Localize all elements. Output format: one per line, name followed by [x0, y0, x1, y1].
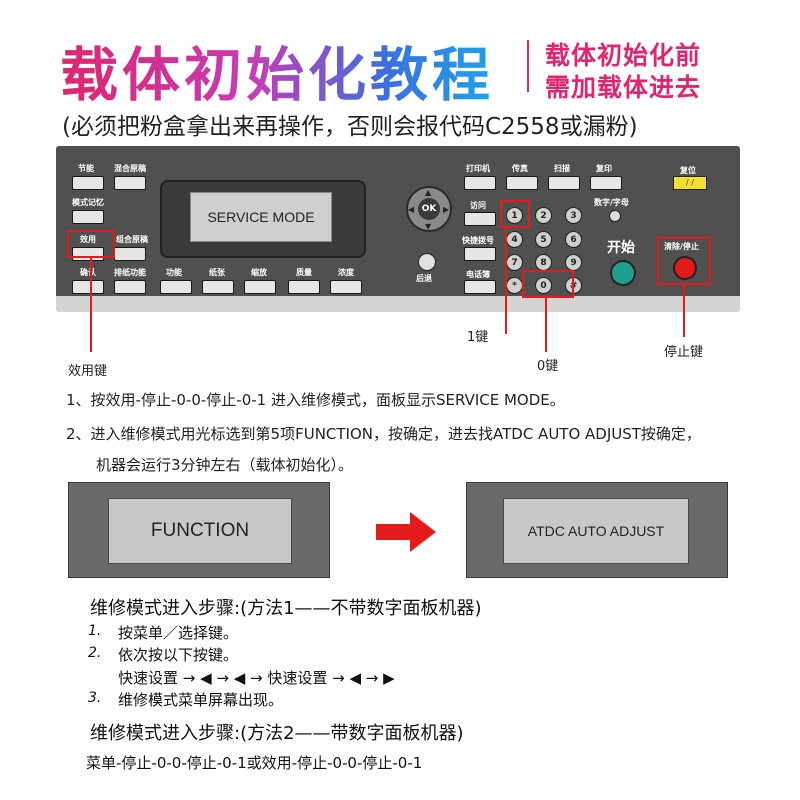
key-5[interactable]: 5	[535, 231, 552, 248]
arrow-right-icon[interactable]: ▶	[443, 205, 450, 214]
callout-utility-key: 效用键	[68, 364, 108, 379]
label-speed-dial: 快捷拨号	[462, 236, 494, 245]
function-screen: FUNCTION	[108, 498, 292, 564]
callout-key-0: 0键	[537, 359, 559, 374]
label-fax: 传真	[512, 164, 528, 173]
key-6[interactable]: 6	[565, 231, 582, 248]
speed-dial-button[interactable]	[464, 247, 496, 261]
label-clear-stop: 清除/停止	[664, 242, 699, 251]
label-back: 后退	[416, 274, 432, 283]
confirm-button[interactable]	[72, 280, 104, 294]
callout-line-key-1	[505, 228, 507, 334]
side-note-line2: 需加载体进去	[545, 73, 702, 102]
access-button[interactable]	[464, 212, 496, 226]
arrow-left-icon[interactable]: ◀	[408, 205, 415, 214]
label-mode-memory: 模式记忆	[72, 198, 104, 207]
zoom-button[interactable]	[244, 280, 276, 294]
paper-button[interactable]	[202, 280, 234, 294]
warning-text: (必须把粉盒拿出来再操作，否则会报代码C2558或漏粉)	[62, 114, 638, 140]
arrow-up-icon[interactable]: ▲	[425, 188, 432, 197]
method-1-title: 维修模式进入步骤:(方法1——不带数字面板机器)	[90, 598, 482, 619]
label-utility: 效用	[80, 235, 96, 244]
ok-button[interactable]: OK	[418, 198, 440, 220]
arrow-right-icon	[376, 512, 436, 552]
method-1-key-sequence: 快速设置 → ◀ → ◀ → 快速设置 → ◀ → ▶	[118, 669, 395, 687]
label-paper: 纸张	[209, 268, 225, 277]
label-copy: 复印	[596, 164, 612, 173]
density-button[interactable]	[330, 280, 362, 294]
energy-save-button[interactable]	[72, 176, 104, 190]
key-0[interactable]: 0	[535, 277, 552, 294]
phonebook-button[interactable]	[464, 280, 496, 294]
clear-stop-button[interactable]	[673, 256, 697, 280]
callout-line-stop	[683, 285, 685, 337]
label-mixed-original: 混合原稿	[114, 164, 146, 173]
key-2[interactable]: 2	[535, 207, 552, 224]
label-reset: 复位	[680, 166, 696, 175]
method-1-item-3-num: 3.	[88, 690, 102, 706]
start-button[interactable]	[610, 260, 636, 286]
label-printer: 打印机	[466, 164, 490, 173]
label-confirm: 确认	[80, 268, 96, 277]
label-zoom: 缩放	[251, 268, 267, 277]
key-9[interactable]: 9	[565, 254, 582, 271]
step-2: 2、进入维修模式用光标选到第5项FUNCTION，按确定，进去找ATDC AUT…	[66, 425, 701, 443]
label-phonebook: 电话簿	[466, 270, 490, 279]
reset-button[interactable]: / /	[673, 176, 707, 190]
label-quality: 质量	[296, 268, 312, 277]
control-panel: 节能 混合原稿 模式记忆 效用 组合原稿 确认 排纸功能 功能 纸张 缩放 质量…	[56, 146, 740, 312]
lcd-display: SERVICE MODE	[190, 192, 332, 242]
step-2-continued: 机器会运行3分钟左右（载体初始化）。	[96, 456, 354, 474]
step-1: 1、按效用-停止-0-0-停止-0-1 进入维修模式，面板显示SERVICE M…	[66, 391, 565, 409]
back-button[interactable]	[418, 253, 436, 271]
method-1-item-2-num: 2.	[88, 645, 102, 661]
label-access: 访问	[470, 201, 486, 210]
scan-button[interactable]	[548, 176, 580, 190]
key-4[interactable]: 4	[506, 231, 523, 248]
highlight-stop-key	[657, 237, 711, 285]
key-star[interactable]: *	[506, 277, 523, 294]
mixed-original-button[interactable]	[114, 176, 146, 190]
key-8[interactable]: 8	[535, 254, 552, 271]
key-3[interactable]: 3	[565, 207, 582, 224]
highlight-utility	[67, 230, 115, 258]
method-1-item-3: 维修模式菜单屏幕出现。	[118, 691, 284, 709]
method-2-title: 维修模式进入步骤:(方法2——带数字面板机器)	[90, 723, 464, 744]
quality-button[interactable]	[288, 280, 320, 294]
label-scan: 扫描	[554, 164, 570, 173]
label-start: 开始	[607, 240, 635, 256]
label-output-function: 排纸功能	[114, 268, 146, 277]
printer-button[interactable]	[464, 176, 496, 190]
callout-key-1: 1键	[467, 330, 489, 345]
fax-button[interactable]	[506, 176, 538, 190]
label-energy-save: 节能	[78, 164, 94, 173]
copy-button[interactable]	[590, 176, 622, 190]
side-note-line1: 载体初始化前	[545, 41, 702, 70]
page-title: 载体初始化教程	[60, 28, 494, 112]
mode-memory-button[interactable]	[72, 210, 104, 224]
arrow-down-icon[interactable]: ▼	[425, 222, 432, 231]
callout-line-key-0	[545, 298, 547, 352]
method-2-sequence: 菜单-停止-0-0-停止-0-1或效用-停止-0-0-停止-0-1	[86, 754, 423, 772]
label-density: 浓度	[338, 268, 354, 277]
function-button[interactable]	[160, 280, 192, 294]
label-alpha-numeric: 数字/字母	[594, 198, 629, 207]
callout-stop-key: 停止键	[664, 345, 704, 360]
title-divider	[527, 40, 529, 92]
method-1-item-2: 依次按以下按键。	[118, 646, 239, 664]
label-function: 功能	[166, 268, 182, 277]
highlight-key-0	[522, 270, 574, 298]
combine-original-button[interactable]	[114, 247, 146, 261]
key-7[interactable]: 7	[506, 254, 523, 271]
callout-line-utility	[90, 258, 92, 352]
control-panel-face	[56, 146, 740, 296]
alpha-numeric-button[interactable]	[609, 210, 621, 222]
key-1[interactable]: 1	[506, 207, 523, 224]
output-function-button[interactable]	[114, 280, 146, 294]
method-1-item-1: 按菜单／选择键。	[118, 624, 239, 642]
highlight-key-1	[500, 200, 530, 228]
method-1-item-1-num: 1.	[88, 623, 102, 639]
label-combine-original: 组合原稿	[116, 235, 148, 244]
atdc-screen: ATDC AUTO ADJUST	[503, 498, 689, 564]
